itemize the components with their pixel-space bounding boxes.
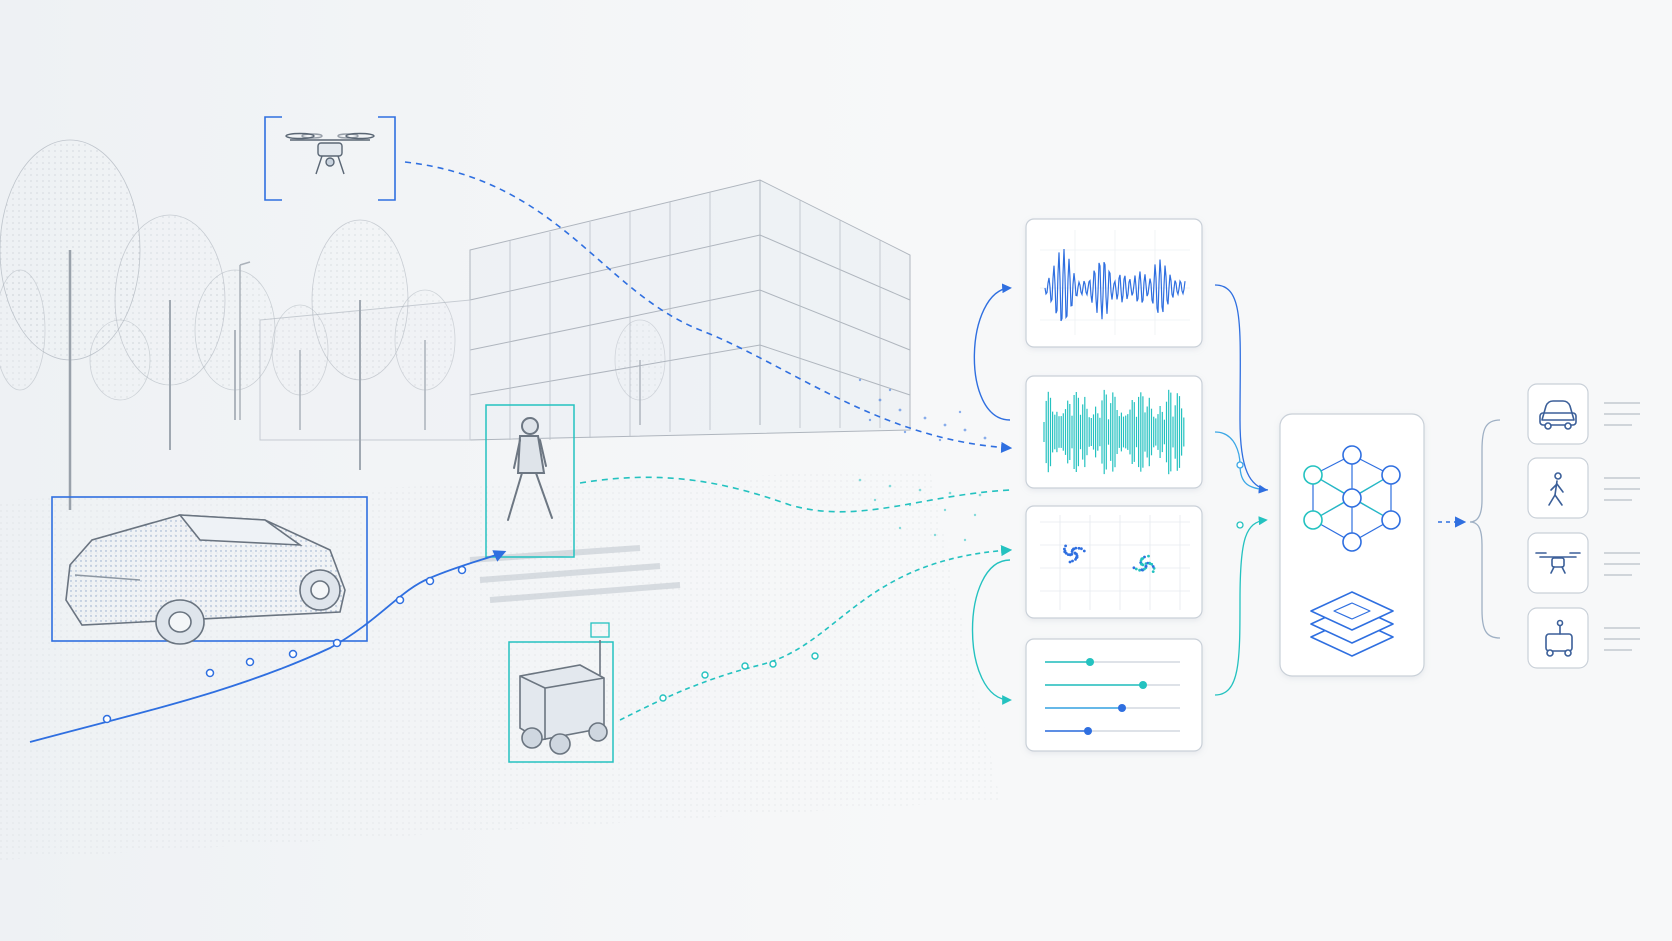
robot-icon bbox=[519, 640, 608, 755]
scatter-point bbox=[1071, 559, 1074, 563]
output-robot-lines bbox=[1604, 627, 1640, 651]
trees bbox=[0, 139, 666, 510]
drone-bounding-box bbox=[264, 116, 396, 201]
sliders-panel bbox=[1025, 638, 1203, 752]
pedestrian-sensor bbox=[485, 404, 1011, 558]
scatter-point bbox=[1077, 546, 1081, 550]
scatter-point bbox=[1142, 567, 1146, 571]
pedestrian-data-stream bbox=[579, 476, 1011, 513]
scatter-point bbox=[1132, 566, 1136, 570]
scatter-point bbox=[1144, 565, 1148, 568]
car-icon bbox=[1539, 400, 1577, 430]
scatter-point bbox=[1073, 551, 1077, 555]
drone-sensor bbox=[264, 116, 1013, 454]
output-pedestrian bbox=[1527, 457, 1640, 519]
scatter-point bbox=[1064, 551, 1068, 555]
scatter-point bbox=[1072, 547, 1076, 551]
signal-panels bbox=[1025, 218, 1203, 752]
scatter-point bbox=[1140, 568, 1144, 572]
scatter-point bbox=[1141, 557, 1145, 560]
pedestrian-icon bbox=[1548, 472, 1564, 506]
scatter-point bbox=[1151, 565, 1155, 568]
car-trajectory-points bbox=[102, 565, 467, 724]
signal-spectrum-icon bbox=[1043, 389, 1185, 475]
particle-streams bbox=[858, 378, 987, 542]
output-classes bbox=[1527, 383, 1640, 669]
output-car-lines bbox=[1604, 402, 1640, 426]
audio-waveform-icon bbox=[1044, 248, 1186, 322]
scatter-point bbox=[1082, 549, 1086, 553]
scatter-panel bbox=[1025, 505, 1203, 619]
robot-sensor-box bbox=[590, 622, 610, 638]
scatter-point bbox=[1140, 562, 1144, 566]
output-connector bbox=[1438, 419, 1501, 639]
scatter-point bbox=[1068, 560, 1072, 564]
fusion-model-panel bbox=[1279, 413, 1425, 677]
output-robot bbox=[1527, 607, 1640, 669]
scatter-point bbox=[1063, 549, 1067, 553]
output-drone bbox=[1527, 532, 1640, 594]
scatter-point bbox=[1075, 556, 1078, 560]
drone-data-stream bbox=[404, 161, 1013, 454]
scatter-point bbox=[1151, 570, 1155, 573]
robot-sensor bbox=[508, 545, 1013, 763]
panel-input-connectors bbox=[971, 283, 1012, 705]
spectrum-panel bbox=[1025, 375, 1203, 489]
car-icon bbox=[65, 514, 346, 645]
robot-trajectory-points bbox=[659, 652, 819, 702]
point-cluster-icon bbox=[1063, 544, 1156, 573]
layers-stack-icon bbox=[1310, 591, 1394, 657]
scatter-point bbox=[1139, 559, 1143, 562]
drone-icon bbox=[285, 132, 375, 175]
robot-bounding-box bbox=[508, 641, 614, 763]
scatter-point bbox=[1068, 553, 1072, 556]
scatter-point bbox=[1148, 562, 1152, 565]
scatter-point bbox=[1147, 554, 1150, 558]
lamp-posts bbox=[239, 261, 251, 420]
car-sensor bbox=[29, 496, 507, 743]
panel-output-connectors bbox=[1214, 284, 1269, 696]
output-car bbox=[1527, 383, 1640, 445]
parameter-sliders-icon bbox=[1045, 658, 1180, 735]
scatter-point bbox=[1146, 561, 1150, 565]
scatter-point bbox=[1134, 567, 1138, 571]
scatter-point bbox=[1080, 547, 1083, 551]
neural-network-icon bbox=[1303, 445, 1401, 552]
pedestrian-icon bbox=[507, 417, 553, 521]
robot-icon bbox=[1545, 619, 1573, 657]
car-trajectory bbox=[29, 550, 507, 743]
waveform-panel bbox=[1025, 218, 1203, 348]
drone-icon bbox=[1535, 552, 1581, 574]
output-pedestrian-lines bbox=[1604, 477, 1640, 501]
pedestrian-bounding-box bbox=[485, 404, 575, 558]
street-scene bbox=[0, 139, 1000, 860]
output-drone-lines bbox=[1604, 552, 1640, 576]
scatter-point bbox=[1064, 544, 1067, 548]
car-bounding-box bbox=[51, 496, 368, 642]
scatter-point bbox=[1138, 568, 1141, 572]
